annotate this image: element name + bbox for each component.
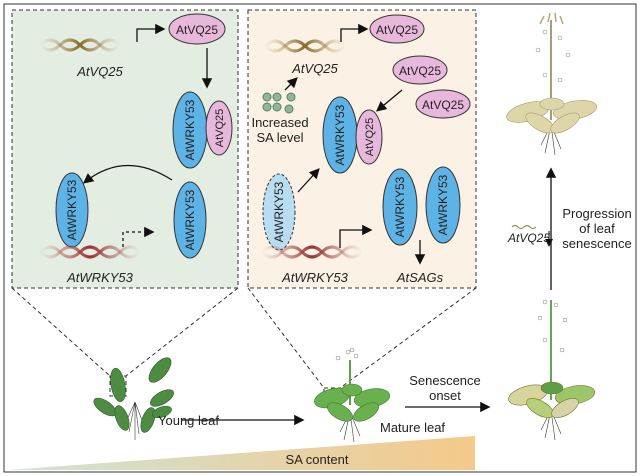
dna-atvq25-left <box>38 38 122 52</box>
sa-molecules <box>262 92 296 114</box>
protein-label: AtVQ25 <box>376 23 418 37</box>
dna-atwrky53-left <box>38 245 142 259</box>
arrow-sa <box>284 77 298 91</box>
sa-content-label: SA content <box>286 452 349 467</box>
protein-atvq25 <box>369 14 425 44</box>
protein-label: AtVQ25 <box>176 23 218 37</box>
protein-label: AtVQ25 <box>364 118 376 157</box>
gene-label: AtWRKY53 <box>281 270 349 285</box>
gene-label: AtVQ25 <box>76 64 123 79</box>
dna-atvq25-right <box>263 39 347 53</box>
protein-label: AtWRKY53 <box>183 99 197 160</box>
wrky53-b <box>425 166 461 244</box>
protein-atvq25 <box>168 13 226 45</box>
dna-atwrky53-right <box>260 245 364 259</box>
plant-mature <box>314 347 391 443</box>
wrky53-free <box>173 181 207 259</box>
vq25-complex <box>205 100 233 156</box>
senescence-onset-label: onset <box>429 388 461 403</box>
arrow-binding <box>376 89 403 112</box>
dashed-transcription-arrow <box>122 226 155 247</box>
arrow-to-complex <box>297 168 320 193</box>
protein-atvq25 <box>392 55 448 85</box>
sa-label: Increased <box>251 115 308 130</box>
protein-label: AtVQ25 <box>399 64 441 78</box>
protein-label: AtWRKY53 <box>183 189 197 250</box>
plant-young <box>93 357 174 440</box>
wrky53-dashed <box>262 173 296 251</box>
transcription-arrow <box>136 23 166 42</box>
transcription-arrow <box>339 224 373 248</box>
protein-label: AtWRKY53 <box>65 179 79 240</box>
plant-onset <box>508 299 596 441</box>
curved-arrow <box>82 164 173 184</box>
dna-atvq25-small <box>511 224 537 230</box>
gene-label: AtWRKY53 <box>66 270 134 285</box>
protein-label: AtWRKY53 <box>272 181 286 242</box>
young-leaf-label: Young leaf <box>158 413 219 428</box>
progression-label: Progression <box>562 206 631 221</box>
wrky53-a <box>382 168 418 246</box>
gene-label: AtVQ25 <box>291 61 338 76</box>
sa-label: SA level <box>257 130 304 145</box>
protein-atvq25 <box>415 89 471 119</box>
vq25-complex <box>355 109 383 165</box>
progression-label: senescence <box>562 236 631 251</box>
mature-leaf-label: Mature leaf <box>380 420 445 435</box>
sa-content-gradient <box>8 436 475 470</box>
progression-label: of leaf <box>579 221 615 236</box>
protein-label: AtWRKY53 <box>393 176 407 237</box>
transcription-arrow <box>340 23 369 42</box>
protein-label: AtWRKY53 <box>333 104 347 165</box>
protein-label: AtVQ25 <box>422 98 464 112</box>
senescence-onset-label: Senescence <box>409 373 481 388</box>
plant-senesced <box>506 12 598 156</box>
atvq25-down-label: AtVQ25 <box>507 231 550 245</box>
protein-label: AtVQ25 <box>214 109 226 148</box>
target-gene-label: AtSAGs <box>396 270 444 285</box>
protein-label: AtWRKY53 <box>436 174 450 235</box>
